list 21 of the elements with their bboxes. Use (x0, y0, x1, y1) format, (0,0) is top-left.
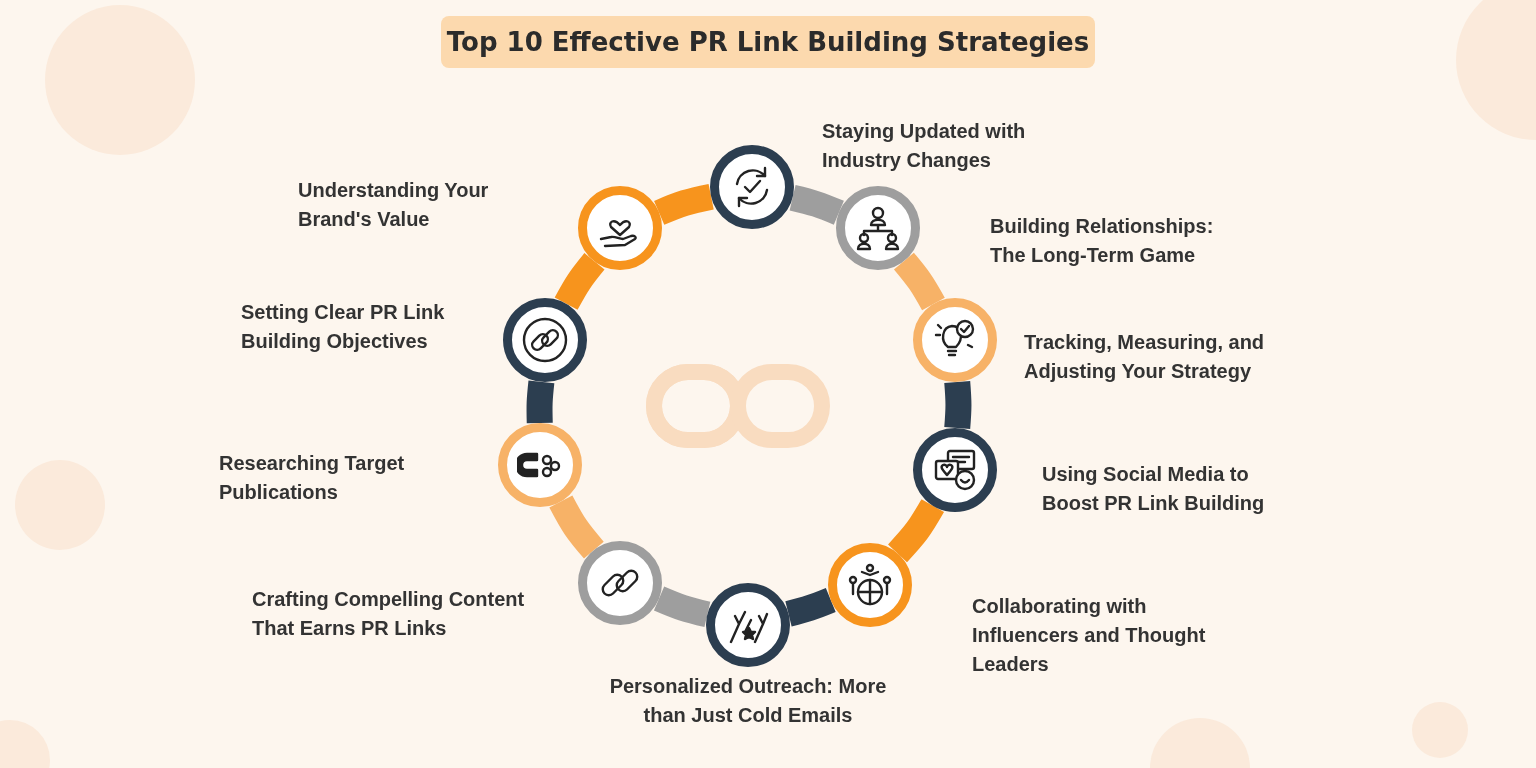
strategy-label: Using Social Media to Boost PR Link Building (1042, 462, 1266, 516)
ring-connector (893, 252, 945, 311)
ring-connector (944, 380, 972, 430)
ring-connector (785, 587, 836, 627)
strategy-label: Researching Target Publications (219, 451, 406, 505)
strategy-label: Staying Updated with Industry Changes (822, 119, 1027, 173)
ring-connector (526, 380, 555, 424)
ring-connector (654, 586, 711, 627)
ring-connector (789, 185, 844, 225)
ring-connector (554, 253, 605, 310)
strategy-label: Crafting Compelling Content That Earns PR Links (252, 587, 526, 641)
ring-connector (549, 495, 604, 559)
strategy-label: Building Relationships: The Long-Term Game (990, 214, 1215, 268)
ring-connector (888, 499, 944, 563)
ring-connector (654, 184, 714, 225)
strategy-label: Tracking, Measuring, and Adjusting Your Strategy (1024, 330, 1266, 384)
strategy-label: Setting Clear PR Link Building Objectives (241, 300, 446, 354)
title-banner: Top 10 Effective PR Link Building Strategies (441, 16, 1095, 68)
strategy-label: Personalized Outreach: More than Just Cold Emails (608, 674, 888, 728)
strategy-label: Collaborating with Influencers and Thought Leaders (972, 594, 1207, 677)
strategy-label: Understanding Your Brand's Value (298, 178, 490, 232)
